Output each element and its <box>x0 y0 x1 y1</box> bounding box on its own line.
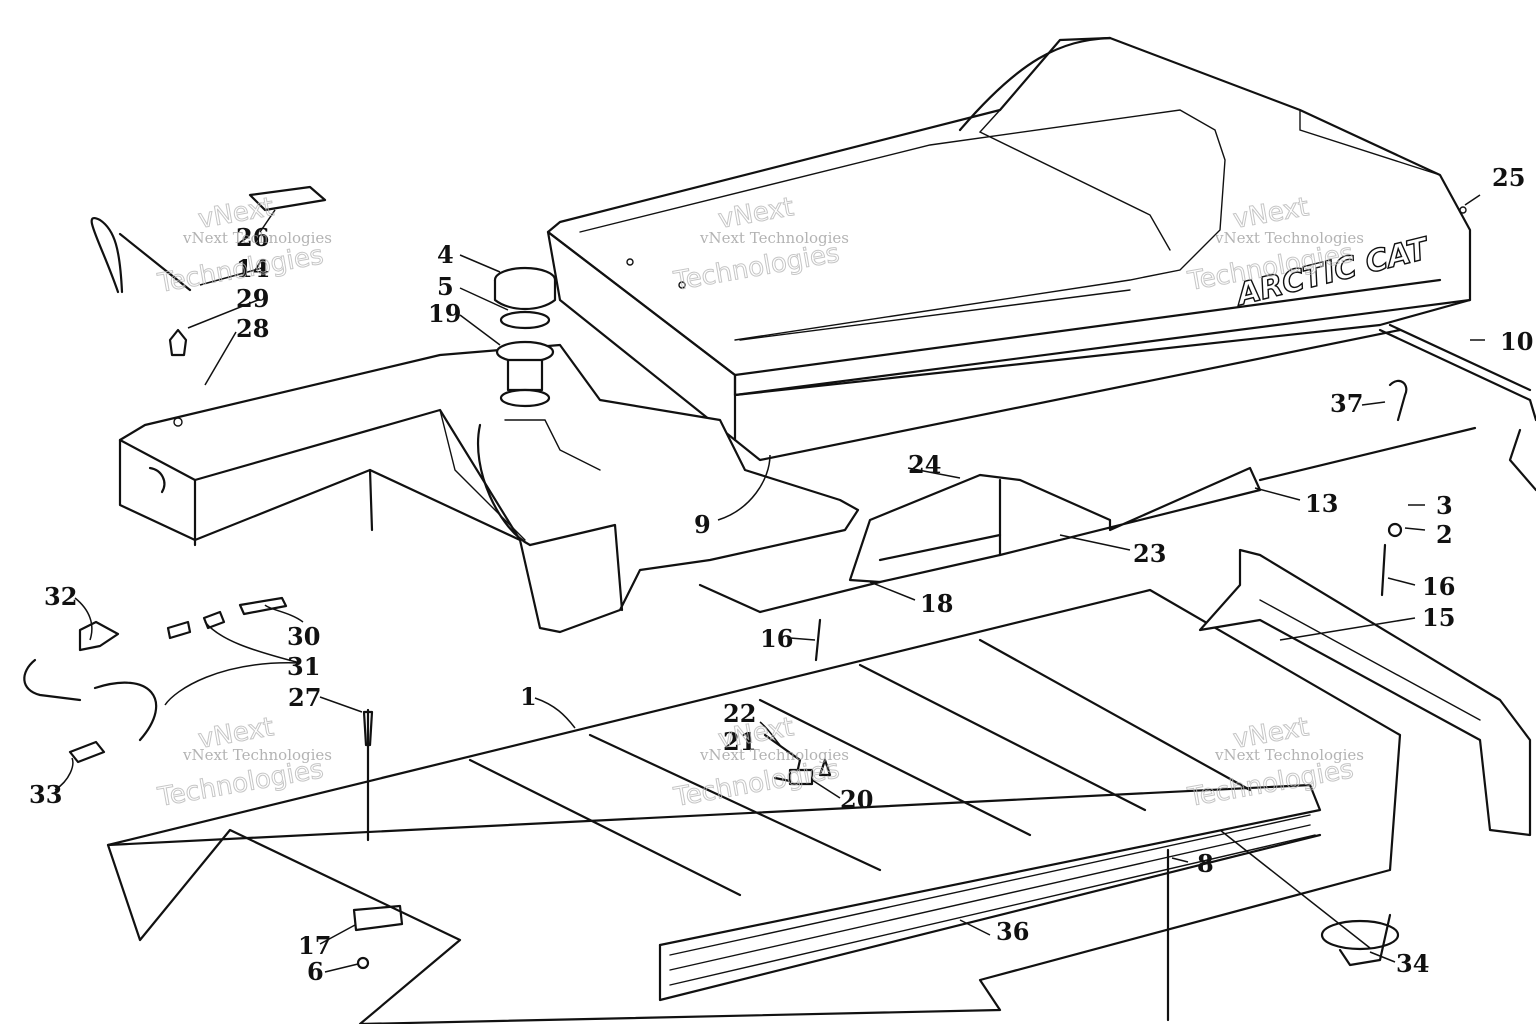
callout-28: 28 <box>236 314 269 343</box>
fasteners <box>352 379 1408 1022</box>
svg-text:vNext Technologies: vNext Technologies <box>699 746 849 764</box>
callout-16-center: 16 <box>760 624 793 653</box>
callout-29: 29 <box>236 284 269 313</box>
callout-25: 25 <box>1492 163 1525 192</box>
svg-text:vNext Technologies: vNext Technologies <box>1214 229 1364 247</box>
callout-31: 31 <box>287 652 320 681</box>
svg-text:vNext Technologies: vNext Technologies <box>1214 746 1364 764</box>
callout-22: 22 <box>723 699 756 728</box>
callout-30: 30 <box>287 622 320 651</box>
callout-27: 27 <box>288 683 321 712</box>
center-support <box>698 426 1477 614</box>
callout-23: 23 <box>1133 539 1166 568</box>
callout-9: 9 <box>694 510 711 539</box>
callout-34: 34 <box>1396 949 1429 978</box>
callout-18: 18 <box>920 589 953 618</box>
callout-21: 21 <box>723 727 756 756</box>
callout-32: 32 <box>44 582 77 611</box>
callout-19: 19 <box>428 299 461 328</box>
svg-text:vNext Technologies: vNext Technologies <box>182 746 332 764</box>
callout-20: 20 <box>840 785 873 814</box>
callout-17: 17 <box>298 931 331 960</box>
callout-6: 6 <box>307 957 324 986</box>
callout-5: 5 <box>437 272 454 301</box>
running-board-tunnel <box>106 588 1402 1026</box>
callout-4: 4 <box>437 240 454 269</box>
rear-bracket <box>1378 323 1536 492</box>
callout-26: 26 <box>236 223 269 252</box>
callout-37: 37 <box>1330 389 1363 418</box>
side-panel <box>1198 548 1532 837</box>
watermark-top-left: vNext vNext Technologies Technologies <box>155 192 332 300</box>
callout-33: 33 <box>29 780 62 809</box>
callout-3: 3 <box>1436 491 1453 520</box>
callout-36: 36 <box>996 917 1029 946</box>
callout-13: 13 <box>1305 489 1338 518</box>
svg-text:vNext Technologies: vNext Technologies <box>182 229 332 247</box>
callout-numbers: 1 2 3 4 5 6 8 9 10 13 14 15 16 16 17 18 … <box>29 163 1533 986</box>
callout-8: 8 <box>1197 849 1214 878</box>
emblem-decal <box>1320 913 1400 967</box>
fuel-tank <box>118 343 860 634</box>
callout-16-right: 16 <box>1422 572 1455 601</box>
callout-24: 24 <box>908 450 941 479</box>
svg-text:vNext Technologies: vNext Technologies <box>699 229 849 247</box>
callout-10: 10 <box>1500 327 1533 356</box>
callout-15: 15 <box>1422 603 1455 632</box>
callout-14: 14 <box>236 254 269 283</box>
fuel-cap-assembly <box>493 266 557 408</box>
callout-1: 1 <box>520 682 537 711</box>
callout-2: 2 <box>1436 520 1453 549</box>
seat-assembly: ARCTIC CAT <box>546 36 1472 462</box>
leader-lines <box>54 194 1485 973</box>
